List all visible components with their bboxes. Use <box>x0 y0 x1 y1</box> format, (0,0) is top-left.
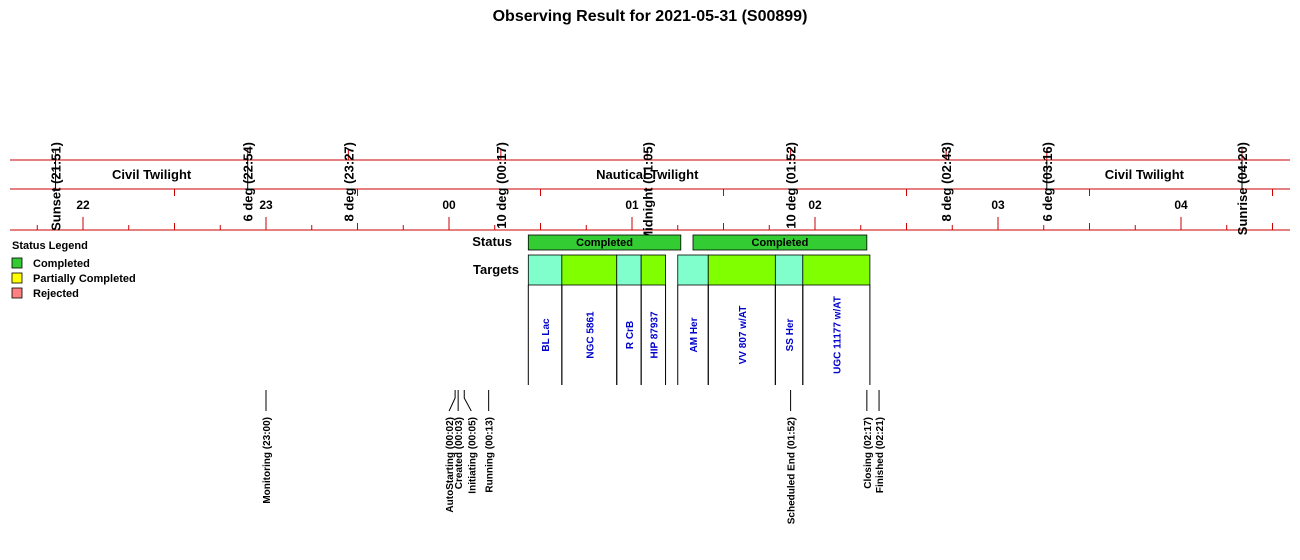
event-label: 10 deg (00:17) <box>494 142 509 229</box>
legend-label: Completed <box>33 258 90 270</box>
status-bar-label: Completed <box>576 237 633 249</box>
solar-events: Sunset (21:51)6 deg (22:54)8 deg (23:27)… <box>49 142 1250 242</box>
hour-tick-label: 03 <box>991 198 1005 212</box>
target-block <box>561 254 618 286</box>
target-block <box>774 254 804 286</box>
chart-title: Observing Result for 2021-05-31 (S00899) <box>493 8 808 25</box>
target-name: SS Her <box>785 318 796 351</box>
legend-swatch <box>11 272 23 284</box>
target-name: NGC 5861 <box>585 311 596 359</box>
hour-tick-label: 02 <box>808 198 822 212</box>
hour-tick-label: 23 <box>259 198 273 212</box>
status-bar-label: Completed <box>752 237 809 249</box>
event-label: 10 deg (01:52) <box>784 142 799 229</box>
status-row: Completed Completed <box>527 234 868 251</box>
log-event-label: Monitoring (23:00) <box>262 417 273 504</box>
target-name: R CrB <box>625 321 636 349</box>
log-event-label: Finished (02:21) <box>875 417 886 493</box>
target-block <box>527 254 563 286</box>
targets-row: BL Lac NGC 5861 R CrB HIP 87937 AM Her VV 807… <box>527 254 871 385</box>
status-bar <box>692 234 868 251</box>
twilight-band-label: Civil Twilight <box>112 167 192 182</box>
log-event-label: Created (00:03) <box>454 417 465 489</box>
twilight-band-label: Nautical Twilight <box>596 167 699 182</box>
target-name: AM Her <box>689 317 700 352</box>
target-name: HIP 87937 <box>649 311 660 359</box>
log-event-label: AutoStarting (00:02) <box>445 417 456 513</box>
legend-label: Partially Completed <box>33 273 136 285</box>
hour-tick-label: 22 <box>76 198 90 212</box>
log-events: Monitoring (23:00) AutoStarting (00:02)Cr… <box>262 390 886 524</box>
target-name: VV 807 w/AT <box>738 306 749 365</box>
targets-row-label: Targets <box>473 262 519 277</box>
legend-label: Rejected <box>33 288 79 300</box>
event-label: 8 deg (02:43) <box>939 142 954 221</box>
target-name: UGC 11177 w/AT <box>832 296 843 374</box>
target-block <box>802 254 871 286</box>
legend-swatch <box>11 257 23 269</box>
target-block <box>640 254 666 286</box>
log-event-label: Closing (02:17) <box>863 417 874 489</box>
legend-title: Status Legend <box>12 240 88 252</box>
target-block <box>707 254 776 286</box>
hour-tick-label: 01 <box>625 198 639 212</box>
target-name: BL Lac <box>541 318 552 352</box>
log-event-label: Initiating (00:05) <box>467 417 478 494</box>
log-event-tick <box>448 390 456 412</box>
hour-tick-label: 00 <box>442 198 456 212</box>
legend-swatch <box>11 287 23 299</box>
twilight-bands: Civil Twilight Nautical Twilight Civil Twi… <box>55 160 1243 189</box>
event-label: Midnight (01:05) <box>640 142 655 242</box>
twilight-band-label: Civil Twilight <box>1105 167 1185 182</box>
log-event-tick <box>463 390 472 412</box>
hour-ticks: 22 23 00 01 02 03 04 <box>36 189 1273 230</box>
hour-tick-label: 04 <box>1174 198 1188 212</box>
target-block <box>677 254 709 286</box>
log-event-label: Scheduled End (01:52) <box>787 417 798 524</box>
event-label: 8 deg (23:27) <box>341 142 356 221</box>
log-event-label: Running (00:13) <box>485 417 496 493</box>
status-row-label: Status <box>472 234 512 249</box>
time-axis <box>10 159 1290 231</box>
status-bar <box>527 234 682 251</box>
target-block <box>616 254 642 286</box>
